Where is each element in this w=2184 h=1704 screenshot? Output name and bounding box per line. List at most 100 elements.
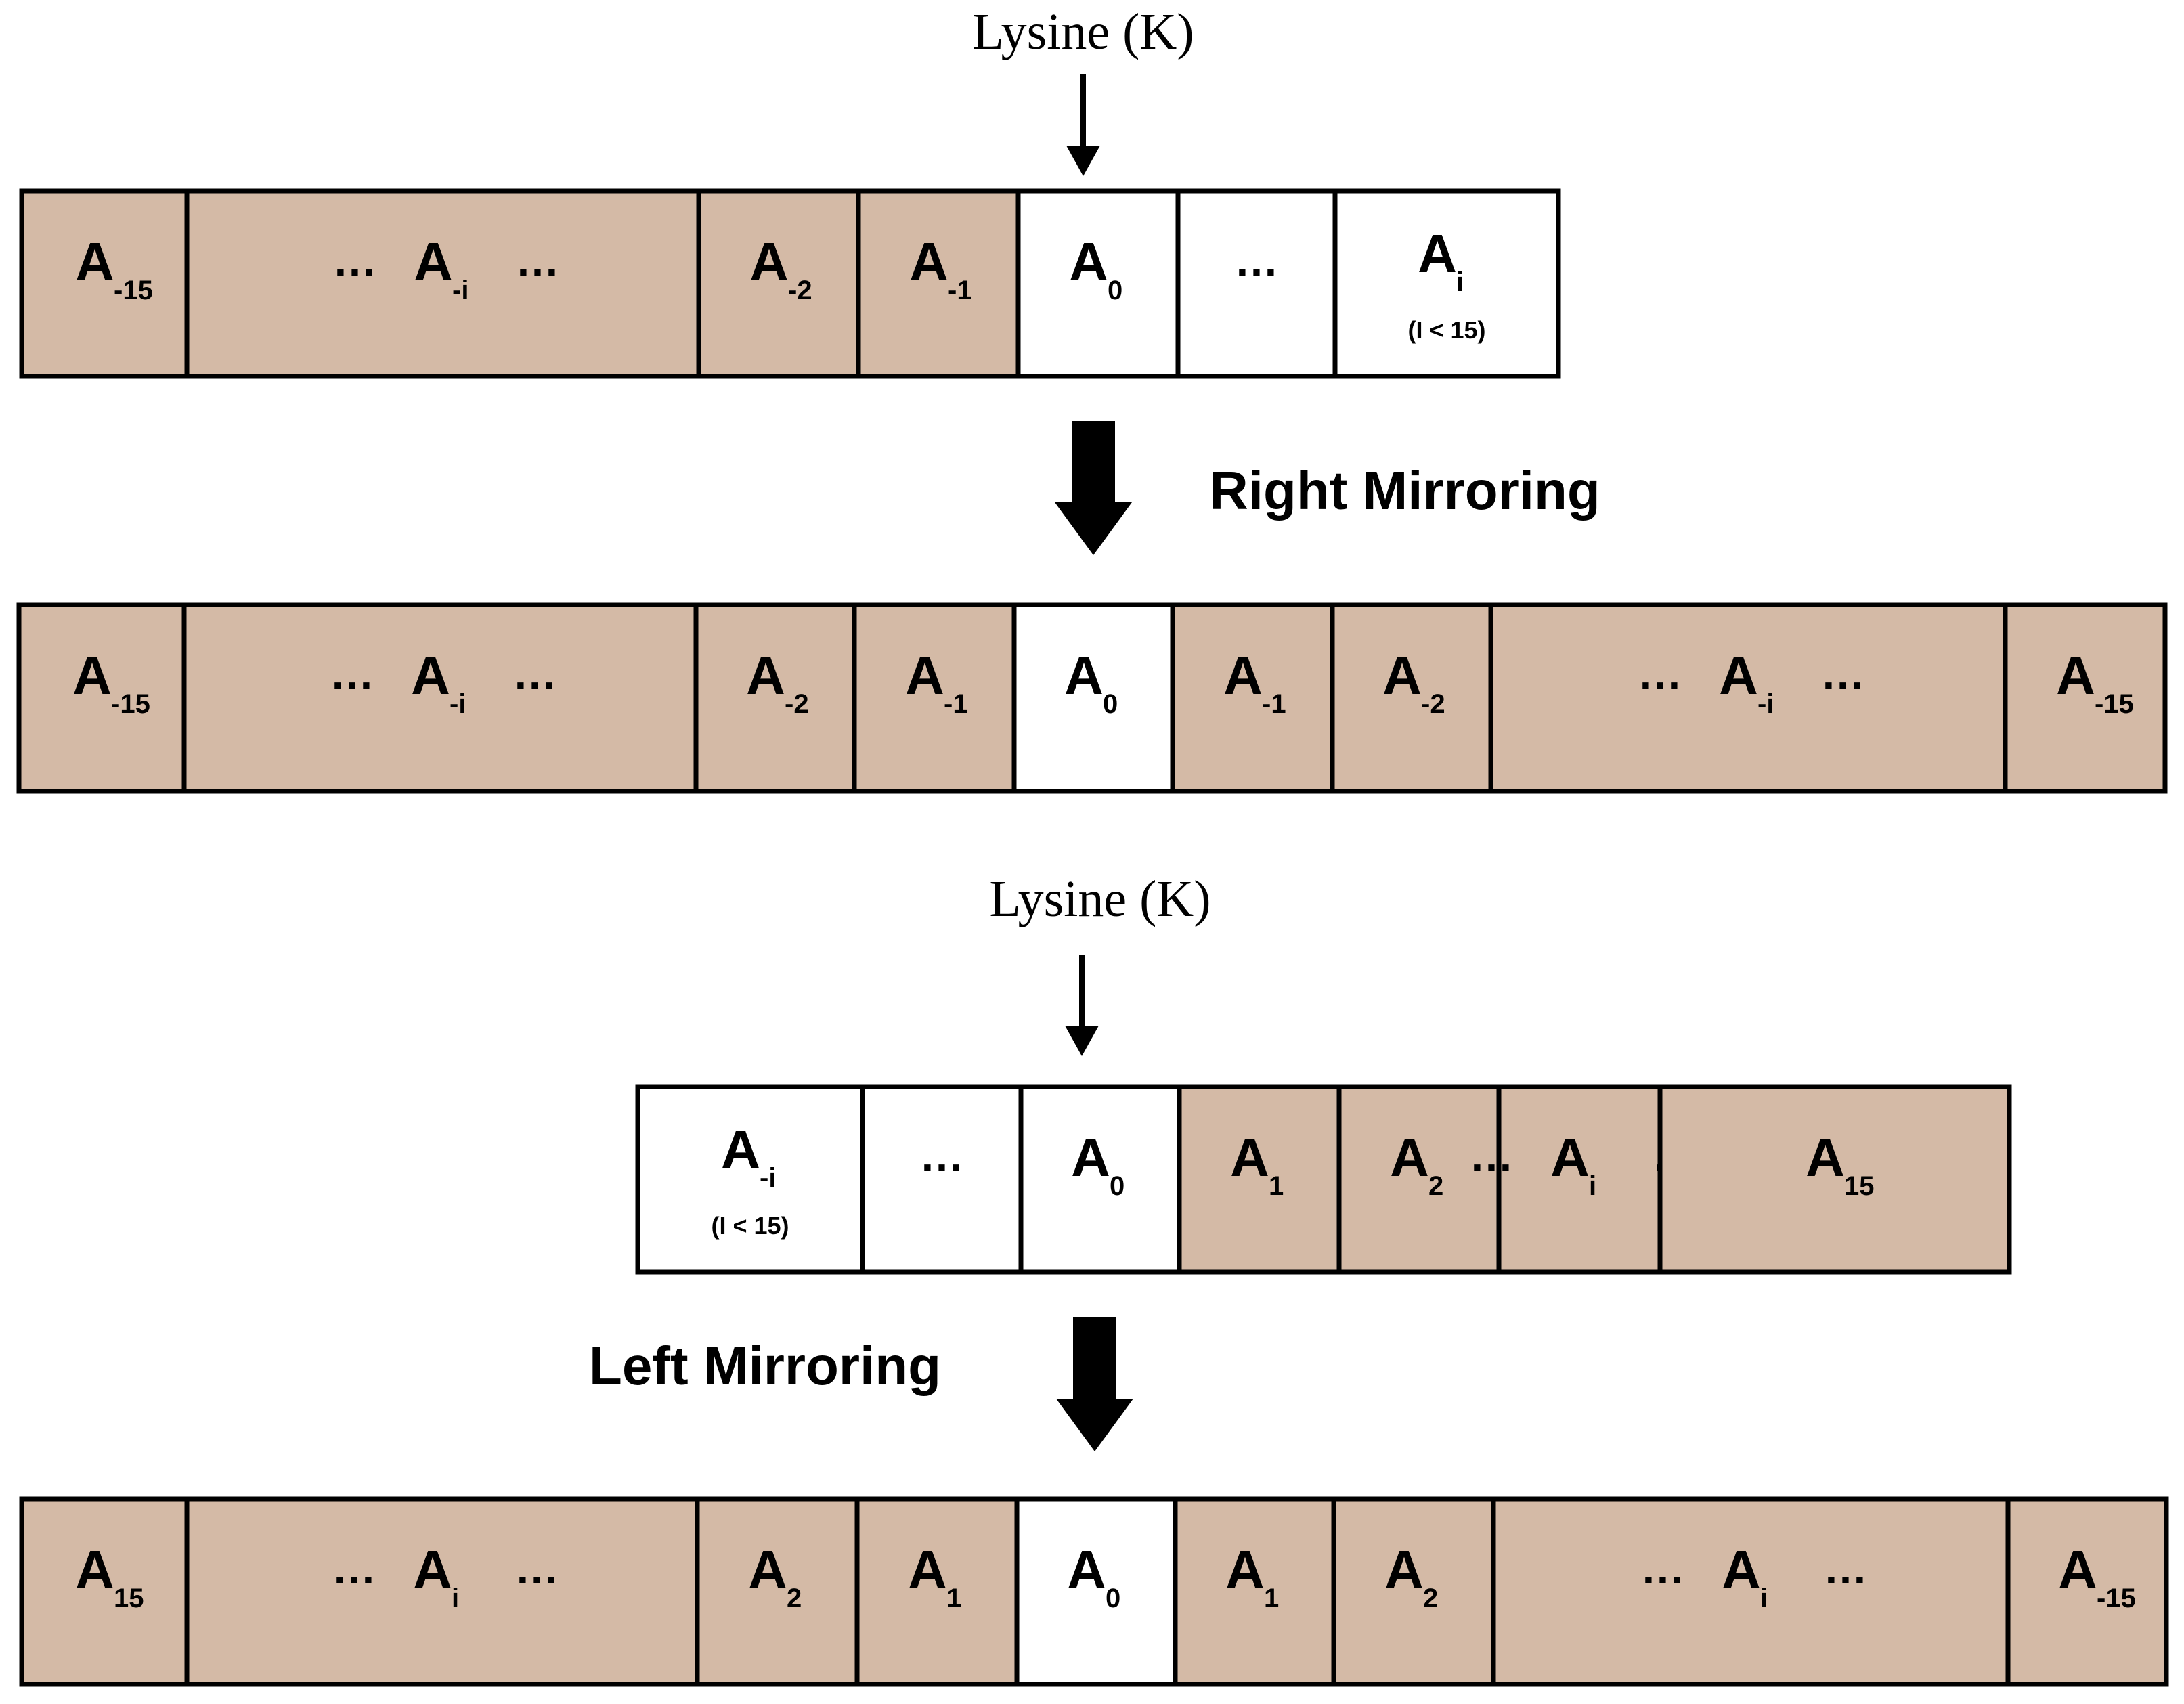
cell-subscript: 2 [1423, 1583, 1438, 1613]
sequence-cell: A-2 [696, 188, 861, 379]
ellipsis-right: … [1823, 1543, 1868, 1593]
cell-label: A [2058, 1539, 2097, 1600]
cell-box [19, 1496, 190, 1687]
cell-subscript: -15 [2097, 1583, 2136, 1613]
cell-subscript: i [1589, 1171, 1596, 1201]
cell-subscript: -1 [1262, 689, 1286, 719]
sequence-cell: … [1175, 188, 1338, 379]
cell-label: A [749, 232, 789, 292]
lysine-label-bottom: Lysine (K) [989, 871, 1210, 927]
cell-subscript: -i [760, 1163, 776, 1193]
left-mirroring-arrow [1056, 1317, 1133, 1451]
cell-box [852, 602, 1017, 794]
cell-subscript: -1 [944, 689, 968, 719]
cell-subscript: 0 [1108, 276, 1122, 305]
ellipsis-right: … [512, 649, 557, 699]
cell-subscript: -i [452, 276, 468, 305]
cell-label: A [414, 232, 453, 292]
sequence-cell: … [860, 1084, 1024, 1275]
sequence-cell: A-15 [16, 602, 187, 794]
left-mirroring-label: Left Mirroring [589, 1336, 941, 1396]
cell-subscript: 0 [1110, 1171, 1124, 1201]
sequence-cell: A-i…… [181, 602, 699, 794]
cell-label: A [746, 645, 785, 705]
cell-subscript: 0 [1103, 689, 1118, 719]
cell-label: A [411, 645, 450, 705]
sequence-cell: A-i (I < 15) [635, 1084, 865, 1275]
cell-label: A [721, 1119, 760, 1179]
ellipsis-left: … [1638, 649, 1682, 699]
cell-label: A [1064, 645, 1104, 705]
cell-subscript: -15 [114, 276, 153, 305]
ellipsis-left: … [332, 235, 377, 285]
cell-box [1011, 602, 1175, 794]
cell-label: A [1067, 1539, 1106, 1600]
lysine-label-top: Lysine (K) [972, 3, 1194, 60]
cell-box [1496, 1084, 1663, 1275]
cell-label: A [1719, 645, 1758, 705]
cell-box [696, 188, 861, 379]
cell-subscript: 0 [1106, 1583, 1120, 1613]
cell-label: A [1390, 1127, 1429, 1187]
cell-label: A [1418, 223, 1457, 284]
sequence-cell: A-15 [19, 188, 190, 379]
cell-label: A [1806, 1127, 1845, 1187]
cell-subscript: -i [450, 689, 466, 719]
ellipsis-right: … [515, 235, 560, 285]
cell-label: A [1722, 1539, 1761, 1600]
cell-label: A [909, 232, 948, 292]
cell-box [860, 1084, 1024, 1275]
cell-label: A [413, 1539, 452, 1600]
cell-label: A [1230, 1127, 1269, 1187]
cell-subscript: i [452, 1583, 459, 1613]
ellipsis-right: … [515, 1543, 559, 1593]
ellipsis-left: … [332, 1543, 376, 1593]
cell-label: A [1550, 1127, 1590, 1187]
cell-label: A [748, 1539, 787, 1600]
cell-box [693, 602, 857, 794]
cell-box [1331, 1496, 1496, 1687]
cell-box [1018, 1084, 1182, 1275]
cell-label: A [2056, 645, 2095, 705]
cell-label: A [905, 645, 944, 705]
cell-box [1014, 1496, 1178, 1687]
ellipsis-left: … [919, 1131, 964, 1181]
cell-box [1657, 1084, 2012, 1275]
sequence-cell: A-2 [693, 602, 857, 794]
cell-box [1175, 188, 1338, 379]
cell-note: (I < 15) [711, 1212, 789, 1240]
cell-subscript: 15 [1844, 1171, 1875, 1201]
cell-subscript: 1 [1269, 1171, 1284, 1201]
cell-label: A [1223, 645, 1263, 705]
cell-box [1170, 602, 1335, 794]
cell-box [184, 188, 701, 379]
cell-subscript: 15 [114, 1583, 144, 1613]
cell-box [2003, 602, 2168, 794]
cell-label: A [1382, 645, 1422, 705]
sequence-cell: A-2 [1330, 602, 1493, 794]
lysine-arrow-top [1066, 74, 1100, 176]
cell-label: A [75, 232, 114, 292]
sequence-cell: A-15 [2003, 602, 2168, 794]
right-mirroring-arrow [1055, 421, 1132, 555]
cell-box [184, 1496, 700, 1687]
cell-box [1332, 188, 1561, 379]
cell-subscript: -2 [1421, 689, 1445, 719]
cell-label: A [908, 1539, 947, 1600]
cell-label: A [72, 645, 112, 705]
